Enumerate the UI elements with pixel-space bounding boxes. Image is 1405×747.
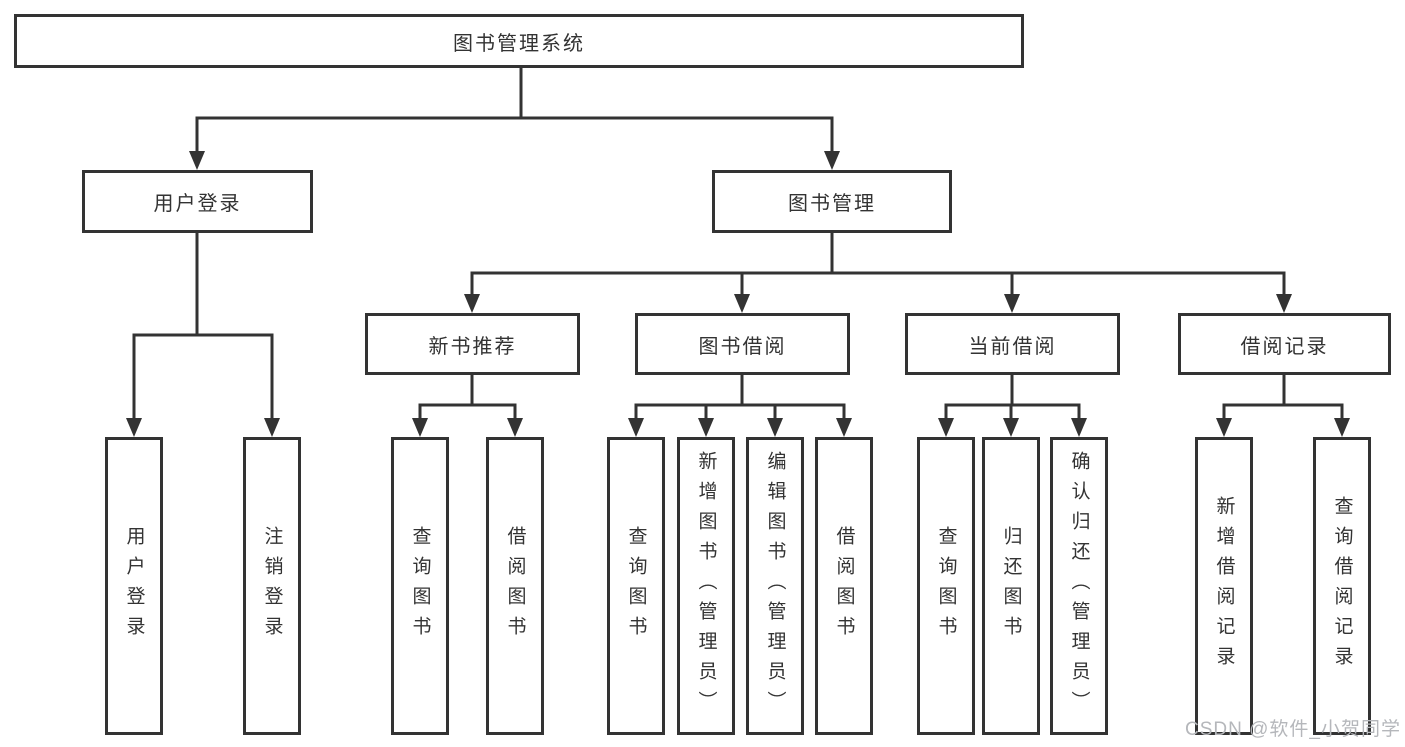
node-current-borrowing: 当前借阅 xyxy=(905,313,1120,375)
node-current-query-books-label: 查询图书 xyxy=(935,526,957,646)
node-borrowing-borrow-books: 借阅图书 xyxy=(815,437,873,735)
node-borrow-records-label: 借阅记录 xyxy=(1240,335,1329,358)
node-borrowing-add-books-admin: 新增图书（管理员） xyxy=(677,437,735,735)
node-current-query-books: 查询图书 xyxy=(917,437,975,735)
node-borrowing-query-books-label: 查询图书 xyxy=(625,526,647,646)
node-borrowing-edit-books-admin-label: 编辑图书（管理员） xyxy=(764,451,786,721)
node-current-borrowing-label: 当前借阅 xyxy=(968,335,1057,358)
node-newbook-query-books: 查询图书 xyxy=(391,437,449,735)
node-current-return-books-label: 归还图书 xyxy=(1000,526,1022,646)
node-user-login-leaf-label: 用户登录 xyxy=(123,526,145,646)
node-user-login: 用户登录 xyxy=(82,170,313,233)
node-library-system: 图书管理系统 xyxy=(14,14,1024,68)
arrowheads xyxy=(126,151,1350,437)
node-newbook-borrow-books-label: 借阅图书 xyxy=(504,526,526,646)
node-user-login-leaf: 用户登录 xyxy=(105,437,163,735)
node-current-return-books: 归还图书 xyxy=(982,437,1040,735)
node-newbook-query-books-label: 查询图书 xyxy=(409,526,431,646)
node-borrowing-query-books: 查询图书 xyxy=(607,437,665,735)
node-logout: 注销登录 xyxy=(243,437,301,735)
node-new-book-recommend: 新书推荐 xyxy=(365,313,580,375)
node-newbook-borrow-books: 借阅图书 xyxy=(486,437,544,735)
node-book-management: 图书管理 xyxy=(712,170,952,233)
node-current-confirm-return-admin-label: 确认归还（管理员） xyxy=(1068,451,1090,721)
node-records-query-record: 查询借阅记录 xyxy=(1313,437,1371,735)
node-new-book-recommend-label: 新书推荐 xyxy=(428,335,517,358)
node-logout-label: 注销登录 xyxy=(261,526,283,646)
node-book-management-label: 图书管理 xyxy=(788,193,876,215)
node-book-borrowing-label: 图书借阅 xyxy=(698,335,787,358)
node-book-borrowing: 图书借阅 xyxy=(635,313,850,375)
node-borrow-records: 借阅记录 xyxy=(1178,313,1391,375)
node-user-login-label: 用户登录 xyxy=(153,193,242,215)
node-records-query-record-label: 查询借阅记录 xyxy=(1331,496,1353,676)
node-current-confirm-return-admin: 确认归还（管理员） xyxy=(1050,437,1108,735)
node-borrowing-edit-books-admin: 编辑图书（管理员） xyxy=(746,437,804,735)
node-borrowing-add-books-admin-label: 新增图书（管理员） xyxy=(695,451,717,721)
node-library-system-label: 图书管理系统 xyxy=(453,32,585,55)
node-records-add-record: 新增借阅记录 xyxy=(1195,437,1253,735)
node-borrowing-borrow-books-label: 借阅图书 xyxy=(833,526,855,646)
node-records-add-record-label: 新增借阅记录 xyxy=(1213,496,1235,676)
